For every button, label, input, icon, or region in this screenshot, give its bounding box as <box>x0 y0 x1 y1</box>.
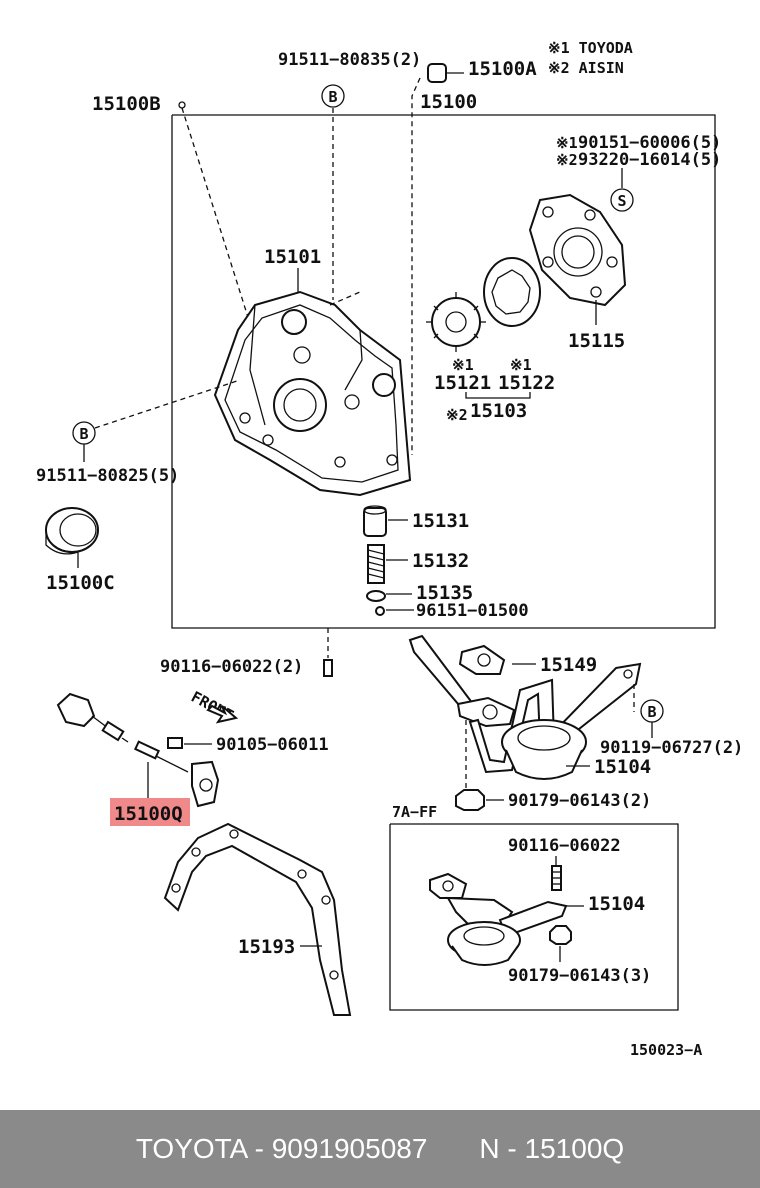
note-15122: ※1 <box>510 356 532 374</box>
legend-toyoda: ※1 TOYODA <box>548 39 633 57</box>
label-15100B: 15100B <box>92 93 161 115</box>
footer-reference: N - 15100Q <box>479 1133 625 1164</box>
callout-b-icon: B <box>321 84 345 108</box>
bushing-15100a-icon <box>427 63 464 83</box>
snap-ring-icon <box>375 606 385 616</box>
sensor-body-icon <box>134 740 220 808</box>
svg-text:B: B <box>79 425 88 443</box>
strainer-bracket-icon <box>408 634 642 746</box>
callout-b3-icon: B <box>640 699 664 723</box>
nut-icon <box>455 789 485 811</box>
pump-cover-icon <box>528 193 627 307</box>
label-15100C: 15100C <box>46 572 115 594</box>
label-90179-06143-2: 90179−06143(2) <box>508 791 651 811</box>
label-90116-06022: 90116−06022 <box>508 836 621 856</box>
stud-2-icon <box>551 865 562 891</box>
front-arrow-icon: FRONT <box>188 688 239 725</box>
note-93220: ※2 <box>556 151 578 169</box>
label-15115: 15115 <box>568 330 625 352</box>
footer-bar: TOYOTA - 9091905087 N - 15100Q <box>0 1110 760 1188</box>
callout-b2-icon: B <box>72 421 96 445</box>
label-15131: 15131 <box>412 510 469 532</box>
label-90179-06143-3: 90179−06143(3) <box>508 966 651 986</box>
diagram-id: 150023−A <box>630 1041 702 1059</box>
legend-aisin: ※2 AISIN <box>548 59 624 77</box>
label-15104-b: 15104 <box>588 893 645 915</box>
svg-text:B: B <box>328 88 337 106</box>
label-15121: 15121 <box>434 372 491 394</box>
strainer-body-icon <box>501 719 587 780</box>
sensor-connector-icon <box>56 692 129 743</box>
retainer-icon <box>366 590 386 602</box>
oil-pump-body-icon <box>213 290 412 497</box>
label-90151-60006: 90151−60006(5) <box>578 133 721 153</box>
label-15132: 15132 <box>412 550 469 572</box>
stud-icon <box>323 659 333 677</box>
drive-gear-icon <box>426 292 486 352</box>
label-15104-a: 15104 <box>594 756 651 778</box>
relief-valve-icon <box>363 505 387 537</box>
parts-diagram: ※1 TOYODA ※2 AISIN 91511−80835(2) B 1510… <box>36 39 743 1059</box>
label-96151-01500: 96151−01500 <box>416 601 529 621</box>
svg-text:S: S <box>617 192 626 210</box>
spring-icon <box>367 544 385 584</box>
label-91511-80825: 91511−80825(5) <box>36 466 179 486</box>
highlight-box <box>110 798 190 826</box>
label-15100: 15100 <box>420 91 477 113</box>
driven-rotor-icon <box>483 257 541 327</box>
footer-part-number: TOYOTA - 9091905087 <box>135 1133 428 1164</box>
label-90119-06727: 90119−06727(2) <box>600 738 743 758</box>
label-15135: 15135 <box>416 582 473 604</box>
label-7A-FF: 7A−FF <box>392 803 437 821</box>
strainer-7aff-icon <box>429 872 568 966</box>
gasket-icon <box>163 822 352 1016</box>
label-15122: 15122 <box>498 372 555 394</box>
label-90105-06011: 90105−06011 <box>216 735 329 755</box>
label-15193: 15193 <box>238 936 295 958</box>
label-93220-16014: 93220−16014(5) <box>578 150 721 170</box>
label-90116-06022-2: 90116−06022(2) <box>160 657 303 677</box>
callout-s-icon: S <box>610 188 634 212</box>
oil-seal-icon <box>45 507 99 555</box>
main-frame <box>171 114 716 629</box>
note-15103: ※2 <box>446 406 468 424</box>
svg-text:B: B <box>647 703 656 721</box>
label-91511-80835: 91511−80835(2) <box>278 50 421 70</box>
note-15121: ※1 <box>452 356 474 374</box>
label-15103: 15103 <box>470 400 527 422</box>
note-90151: ※1 <box>556 134 578 152</box>
bolt-90105-icon <box>167 737 183 749</box>
label-15101: 15101 <box>264 246 321 268</box>
nut-2-icon <box>549 925 572 945</box>
label-15100A: 15100A <box>468 58 537 80</box>
label-15149: 15149 <box>540 654 597 676</box>
label-15100Q[interactable]: 15100Q <box>114 803 183 825</box>
